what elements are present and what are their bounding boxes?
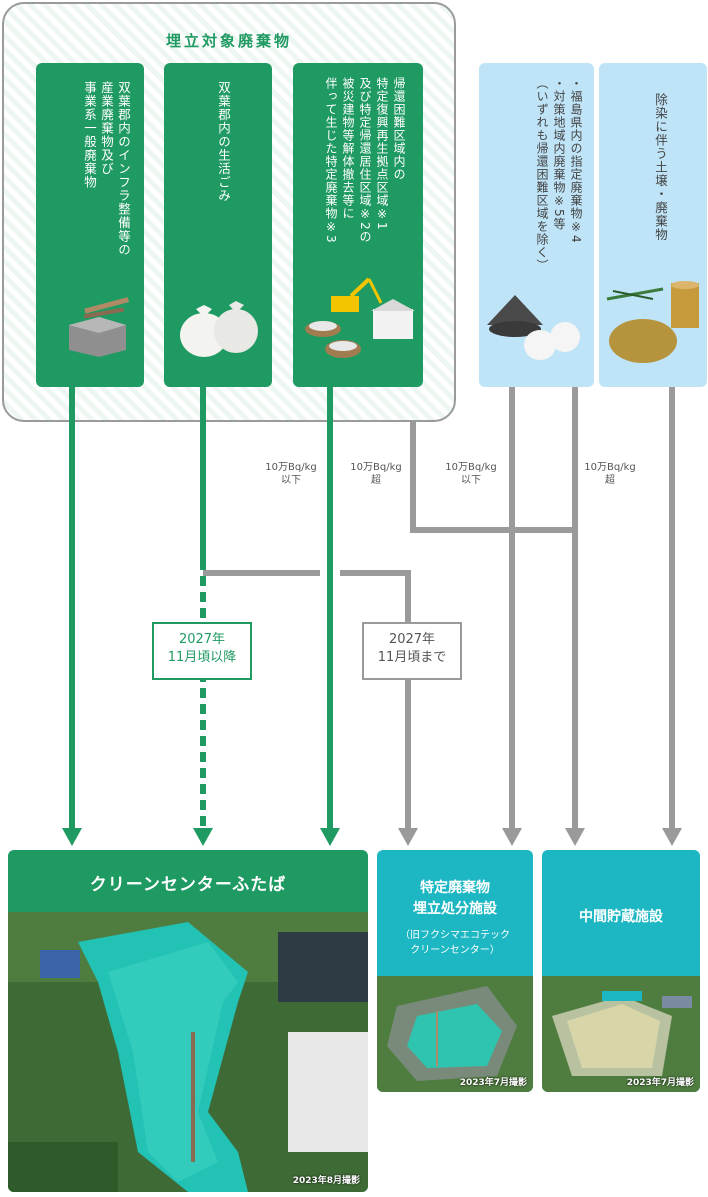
threshold-label-above-1: 10万Bq/kg 超 [350, 462, 402, 486]
facility-specified-landfill-name: 特定廃棄物 埋立処分施設 [413, 880, 497, 917]
facility-interim-storage-name: 中間貯蔵施設 [579, 909, 663, 925]
arrow-head [320, 828, 340, 846]
arrow-head [62, 828, 82, 846]
category-fukushima-designated: ・福島県内の指定廃棄物※4 ・対策地域内廃棄物※5等 （いずれも帰還困難区域を除… [479, 63, 594, 387]
arrow-head [193, 828, 213, 846]
period-after-label: 2027年 11月頃以降 [152, 622, 252, 680]
interim-storage-photo: 2023年7月撮影 [542, 976, 700, 1092]
soil-bags-icon [487, 295, 580, 360]
rubble-icon [69, 297, 129, 357]
facility-interim-storage: 中間貯蔵施設 2023年7月撮影 [542, 850, 700, 1092]
garbage-bags-icon [180, 301, 258, 357]
facility-specified-landfill-sub: （旧フクシマエコテック クリーンセンター） [400, 930, 510, 956]
category-decontamination: 除染に伴う土壌・廃棄物 [599, 63, 707, 387]
category-infra-waste: 双葉郡内のインフラ整備等の 産業廃棄物及び 事業系一般廃棄物 [36, 63, 144, 387]
threshold-label-above-2: 10万Bq/kg 超 [584, 462, 636, 486]
group-title: 埋立対象廃棄物 [165, 32, 292, 50]
demolition-icon [305, 277, 415, 358]
facility-clean-center-name: クリーンセンターふたば [89, 875, 287, 895]
category-household-label: 双葉郡内の生活ごみ [216, 81, 231, 203]
category-specified-label: 帰還困難区域内の 特定復興再生拠点区域※1 及び特定帰還居住区域※2の 被災建物… [324, 77, 406, 244]
arrow-head [565, 828, 585, 846]
facility-clean-center: クリーンセンターふたば 2023年8月撮影 [8, 850, 368, 1192]
category-household-waste: 双葉郡内の生活ごみ [164, 63, 272, 387]
threshold-label-below-1: 10万Bq/kg 以下 [265, 462, 317, 486]
facility-specified-landfill: 特定廃棄物 埋立処分施設 （旧フクシマエコテック クリーンセンター） 2023年… [377, 850, 533, 1092]
clean-center-photo: 2023年8月撮影 [8, 912, 368, 1192]
period-before-label: 2027年 11月頃まで [362, 622, 462, 680]
arrow-head [662, 828, 682, 846]
category-decontamination-label: 除染に伴う土壌・廃棄物 [653, 93, 668, 242]
category-infra-label: 双葉郡内のインフラ整備等の 産業廃棄物及び 事業系一般廃棄物 [82, 81, 131, 257]
arrow-head [398, 828, 418, 846]
category-specified-waste: 帰還困難区域内の 特定復興再生拠点区域※1 及び特定帰還居住区域※2の 被災建物… [293, 63, 423, 387]
specified-landfill-photo-caption: 2023年7月撮影 [459, 1078, 527, 1088]
category-fukushima-label: ・福島県内の指定廃棄物※4 ・対策地域内廃棄物※5等 （いずれも帰還困難区域を除… [535, 77, 583, 272]
specified-landfill-photo: 2023年7月撮影 [377, 976, 533, 1092]
arrow-head [502, 828, 522, 846]
soil-drum-icon [606, 281, 699, 363]
interim-storage-photo-caption: 2023年7月撮影 [626, 1078, 694, 1088]
clean-center-photo-caption: 2023年8月撮影 [292, 1176, 360, 1186]
threshold-label-below-2: 10万Bq/kg 以下 [445, 462, 497, 486]
